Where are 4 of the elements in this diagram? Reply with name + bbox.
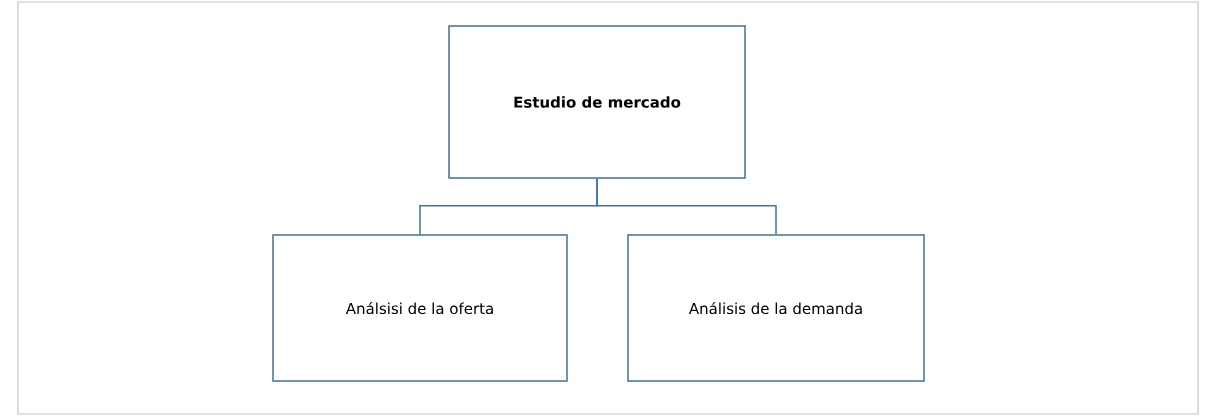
process-box: Estudio de mercado bbox=[448, 25, 746, 179]
process-box: Análisis de la demanda bbox=[627, 234, 925, 382]
process-box: Análsisi de la oferta bbox=[272, 234, 568, 382]
connector-line bbox=[596, 178, 777, 235]
